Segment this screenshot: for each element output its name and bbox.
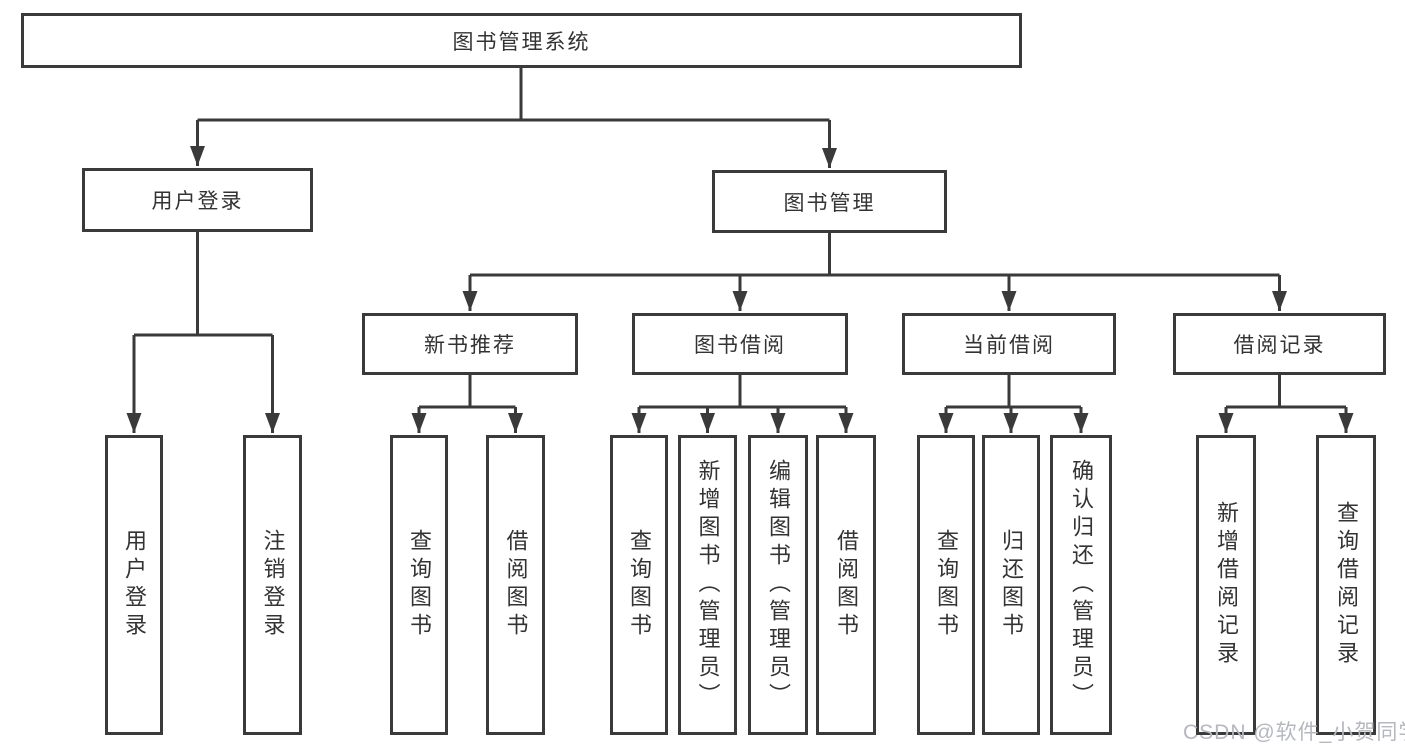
node-borrow-records: 借阅记录 <box>1173 313 1386 375</box>
node-root-system: 图书管理系统 <box>21 13 1022 68</box>
node-book-management: 图书管理 <box>712 170 947 233</box>
leaf-label: 查询图书 <box>407 529 432 641</box>
node-new-book-recommend: 新书推荐 <box>362 313 578 375</box>
csdn-watermark: CSDN @软件_小贺同学 <box>1183 721 1405 744</box>
leaf-user-login: 用户登录 <box>105 435 163 735</box>
leaf-label: 确认归还（管理员） <box>1069 459 1094 711</box>
leaf-query-books-1: 查询图书 <box>390 435 448 735</box>
leaf-label: 用户登录 <box>122 529 147 641</box>
leaf-label: 归还图书 <box>999 529 1024 641</box>
leaf-add-books-admin: 新增图书（管理员） <box>678 435 737 735</box>
leaf-label: 注销登录 <box>260 529 286 641</box>
leaf-edit-books-admin: 编辑图书（管理员） <box>748 435 808 735</box>
leaf-label: 编辑图书（管理员） <box>766 459 791 711</box>
leaf-borrow-books-1: 借阅图书 <box>486 435 545 735</box>
leaf-label: 新增借阅记录 <box>1214 501 1239 669</box>
leaf-label: 借阅图书 <box>503 529 529 641</box>
leaf-label: 查询图书 <box>627 529 652 641</box>
leaf-query-books-2: 查询图书 <box>610 435 668 735</box>
leaf-add-borrow-record: 新增借阅记录 <box>1196 435 1256 735</box>
node-current-borrow: 当前借阅 <box>902 313 1116 375</box>
leaf-return-books: 归还图书 <box>982 435 1040 735</box>
node-user-login: 用户登录 <box>82 168 313 232</box>
leaf-logout: 注销登录 <box>243 435 302 735</box>
leaf-label: 查询图书 <box>934 529 959 641</box>
leaf-label: 查询借阅记录 <box>1334 501 1359 669</box>
leaf-label: 新增图书（管理员） <box>695 459 721 711</box>
leaf-query-borrow-record: 查询借阅记录 <box>1316 435 1376 735</box>
leaf-query-books-3: 查询图书 <box>917 435 975 735</box>
node-book-borrow: 图书借阅 <box>632 313 848 375</box>
leaf-label: 借阅图书 <box>834 529 859 641</box>
leaf-borrow-books-2: 借阅图书 <box>816 435 876 735</box>
leaf-confirm-return-admin: 确认归还（管理员） <box>1050 435 1112 735</box>
